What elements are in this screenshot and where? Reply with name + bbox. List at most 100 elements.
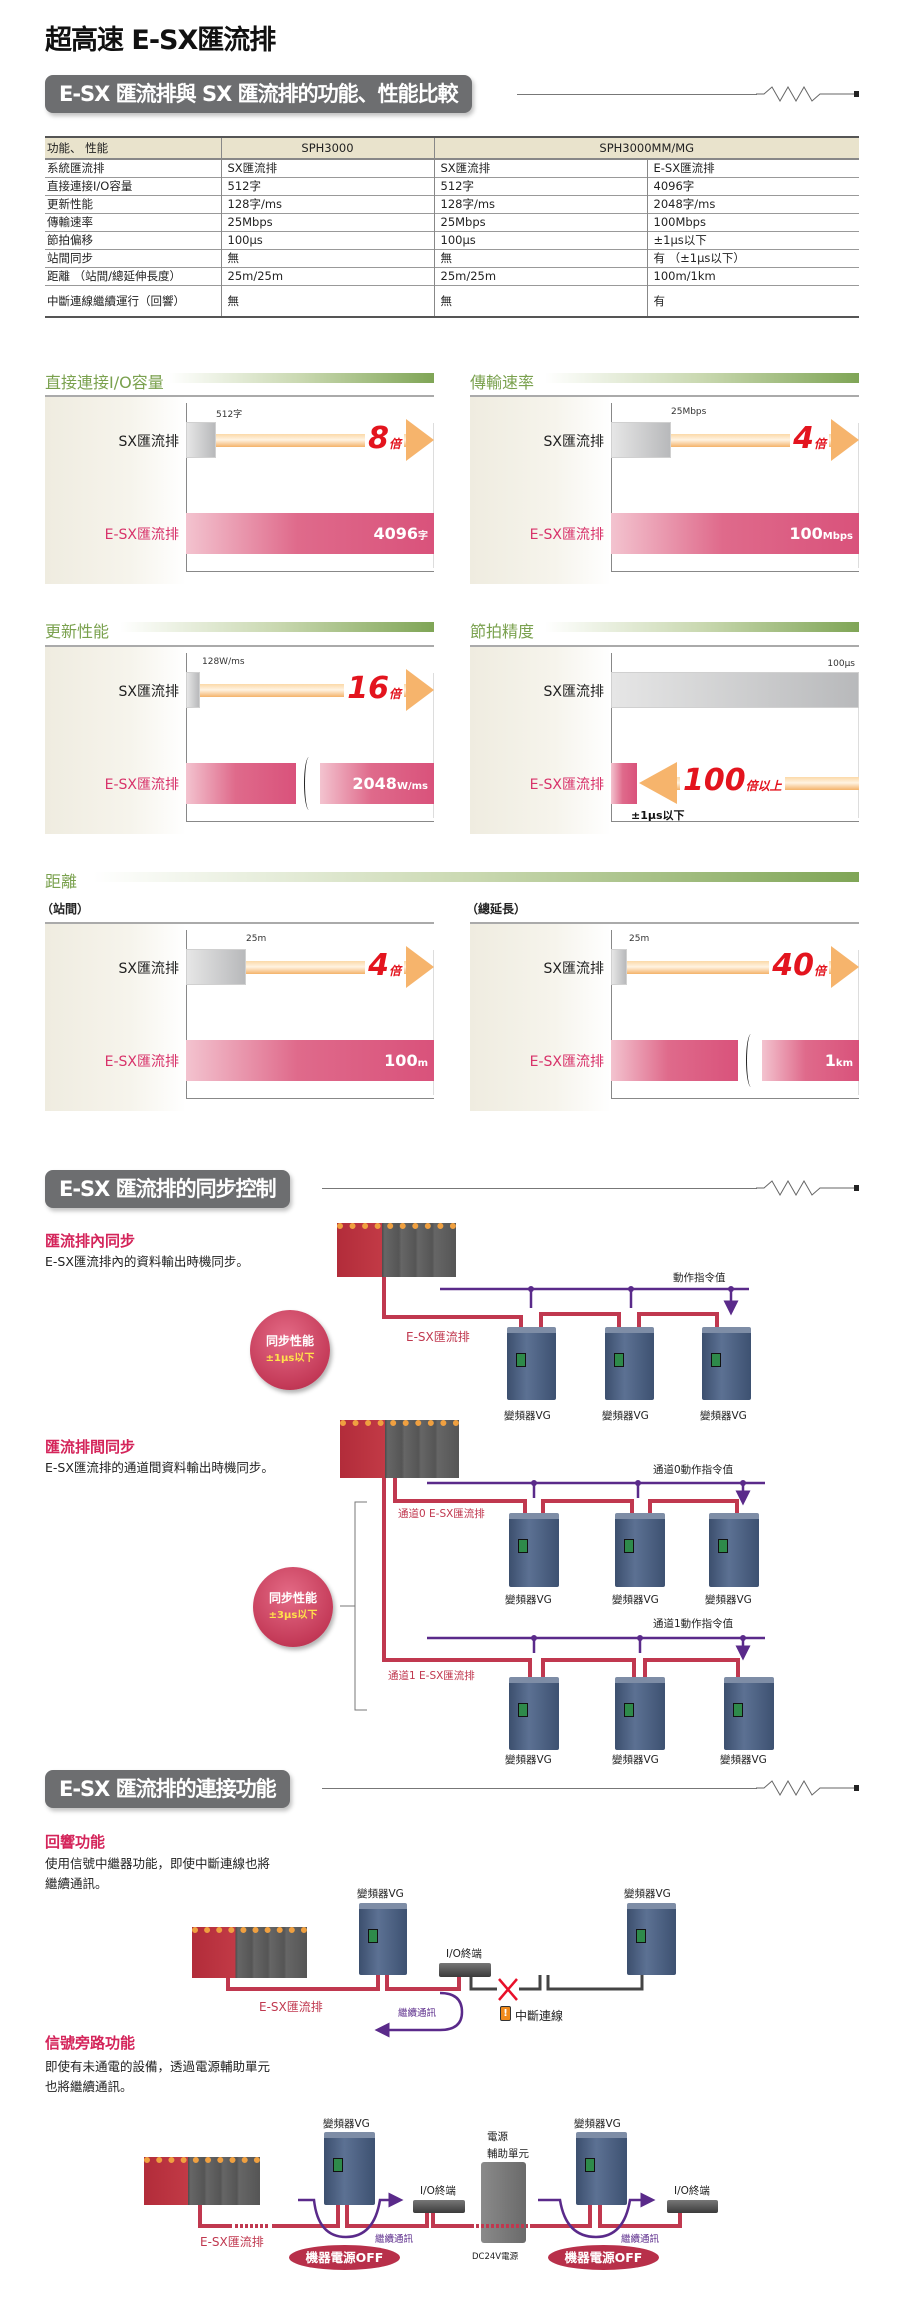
continue-label: 繼續通訊 [375, 2234, 414, 2245]
table-cell: SX匯流排 [433, 158, 647, 177]
intra-sync-desc: E-SX匯流排內的資料輸出時機同步。 [45, 1254, 249, 1269]
page-title: 超高速 E-SX匯流排 [45, 25, 276, 56]
plc-controller [144, 2157, 260, 2205]
bypass-desc-line: 即使有未通電的設備，透過電源輔助單元 [45, 2059, 271, 2074]
sx-bar [186, 672, 200, 708]
section-header-connect: E-SX 匯流排的連接功能 [45, 1770, 290, 1808]
section-header-compare: E-SX 匯流排與 SX 匯流排的功能、性能比較 [45, 75, 472, 113]
multiplier-value: 4 [793, 421, 814, 456]
echo-title: 回響功能 [45, 1833, 106, 1851]
table-cell: 有 [646, 284, 859, 317]
sx-value: 25m [246, 934, 267, 944]
table-cell: 距離 （站間/總延伸長度） [45, 266, 221, 285]
table-cell: 中斷連線繼續運行（回響） [45, 284, 221, 317]
esx-value: 2048 [352, 774, 397, 793]
sx-bar [611, 422, 671, 458]
continue-label: 繼續通訊 [621, 2234, 660, 2245]
sx-label: SX匯流排 [118, 961, 179, 977]
header-line [517, 94, 757, 95]
table-cell: 25Mbps [220, 212, 434, 231]
device-power-off-badge: 機器電源OFF [289, 2245, 400, 2270]
table-cell: 無 [220, 284, 434, 317]
sx-value: 128W/ms [202, 657, 245, 667]
title-bar [545, 622, 859, 632]
esx-bar: 100m [186, 1040, 434, 1081]
drive-label: 變頻器VG [612, 1594, 659, 1606]
disconnect-label: 中斷連線 [515, 2009, 564, 2023]
inverter-drive [605, 1327, 654, 1400]
bus-label: E-SX匯流排 [259, 2000, 323, 2014]
esx-value: 100 [384, 1051, 418, 1070]
bus-label: E-SX匯流排 [200, 2235, 264, 2249]
io-terminal [413, 2200, 465, 2213]
arrow-head-left-icon [639, 762, 677, 804]
sx-bar [186, 949, 246, 985]
table-cell: 系統匯流排 [45, 158, 221, 177]
table-cell: 512字 [433, 176, 647, 195]
break-mark-icon [746, 1034, 756, 1087]
table-cell: SX匯流排 [220, 158, 434, 177]
badge-value: ±3μs以下 [268, 1610, 318, 1621]
multiplier: 40倍 [769, 950, 829, 987]
panel-title: 傳輸速率 [470, 373, 535, 392]
multiplier-unit: 倍 [388, 437, 401, 451]
drive-label: 變頻器VG [705, 1594, 752, 1606]
arrow-head-right-icon [406, 419, 434, 461]
arrow-head-right-icon [831, 419, 859, 461]
io-terminal-label: I/O終端 [420, 2185, 456, 2197]
chart-area [186, 930, 434, 1099]
table-cell: 25m/25m [433, 266, 647, 285]
zigzag-decoration-icon [756, 86, 859, 102]
zigzag-decoration-icon [756, 1780, 859, 1796]
table-cell: 有 （±1μs以下） [646, 248, 859, 267]
multiplier-unit: 倍 [388, 687, 401, 701]
title-bar [545, 373, 859, 383]
table-cell: 100m/1km [646, 266, 859, 285]
panel-title: 直接連接I/O容量 [45, 373, 164, 392]
sx-label: SX匯流排 [118, 434, 179, 450]
sx-bar [611, 672, 859, 708]
inverter-drive [324, 2132, 375, 2205]
panel-title: 節拍精度 [470, 622, 535, 641]
esx-unit: 字 [418, 531, 428, 542]
chart-area [186, 653, 434, 822]
panel-divider [470, 395, 859, 397]
esx-value: 1 [824, 1051, 836, 1070]
power-unit-label: 電源 [487, 2131, 508, 2143]
esx-label: E-SX匯流排 [104, 1054, 179, 1070]
table-cell: 25m/25m [220, 266, 434, 285]
esx-value: 4096 [373, 524, 418, 543]
badge-value: ±1μs以下 [265, 1353, 315, 1364]
panel-subtitle: （站間） [41, 902, 90, 916]
title-bar [120, 622, 434, 632]
inverter-drive [507, 1327, 556, 1400]
echo-desc-line: 使用信號中繼器功能，即使中斷連線也將 [45, 1856, 271, 1871]
inverter-drive [702, 1327, 751, 1400]
break-mark-icon [304, 757, 314, 810]
esx-unit: W/ms [396, 781, 428, 792]
table-cell: 更新性能 [45, 194, 221, 213]
zigzag-decoration-icon [756, 1180, 859, 1196]
ch1-bus-label: 通道1 E-SX匯流排 [388, 1670, 475, 1682]
sx-value: 100μs [827, 659, 855, 669]
multiplier-unit: 倍 [388, 964, 401, 978]
esx-bar: 1km [762, 1040, 859, 1081]
chart-area [611, 930, 859, 1099]
multiplier-value: 16 [347, 671, 389, 706]
table-cell: 節拍偏移 [45, 230, 221, 249]
table-cell: 512字 [220, 176, 434, 195]
esx-note: ±1μs以下 [631, 809, 685, 822]
sx-value: 25m [629, 934, 650, 944]
sync-performance-badge: 同步性能±3μs以下 [253, 1567, 333, 1647]
multiplier: 4倍 [790, 423, 829, 460]
drive-label: 變頻器VG [720, 1754, 767, 1766]
multiplier: 100倍以上 [680, 765, 785, 802]
plc-controller [340, 1420, 459, 1478]
